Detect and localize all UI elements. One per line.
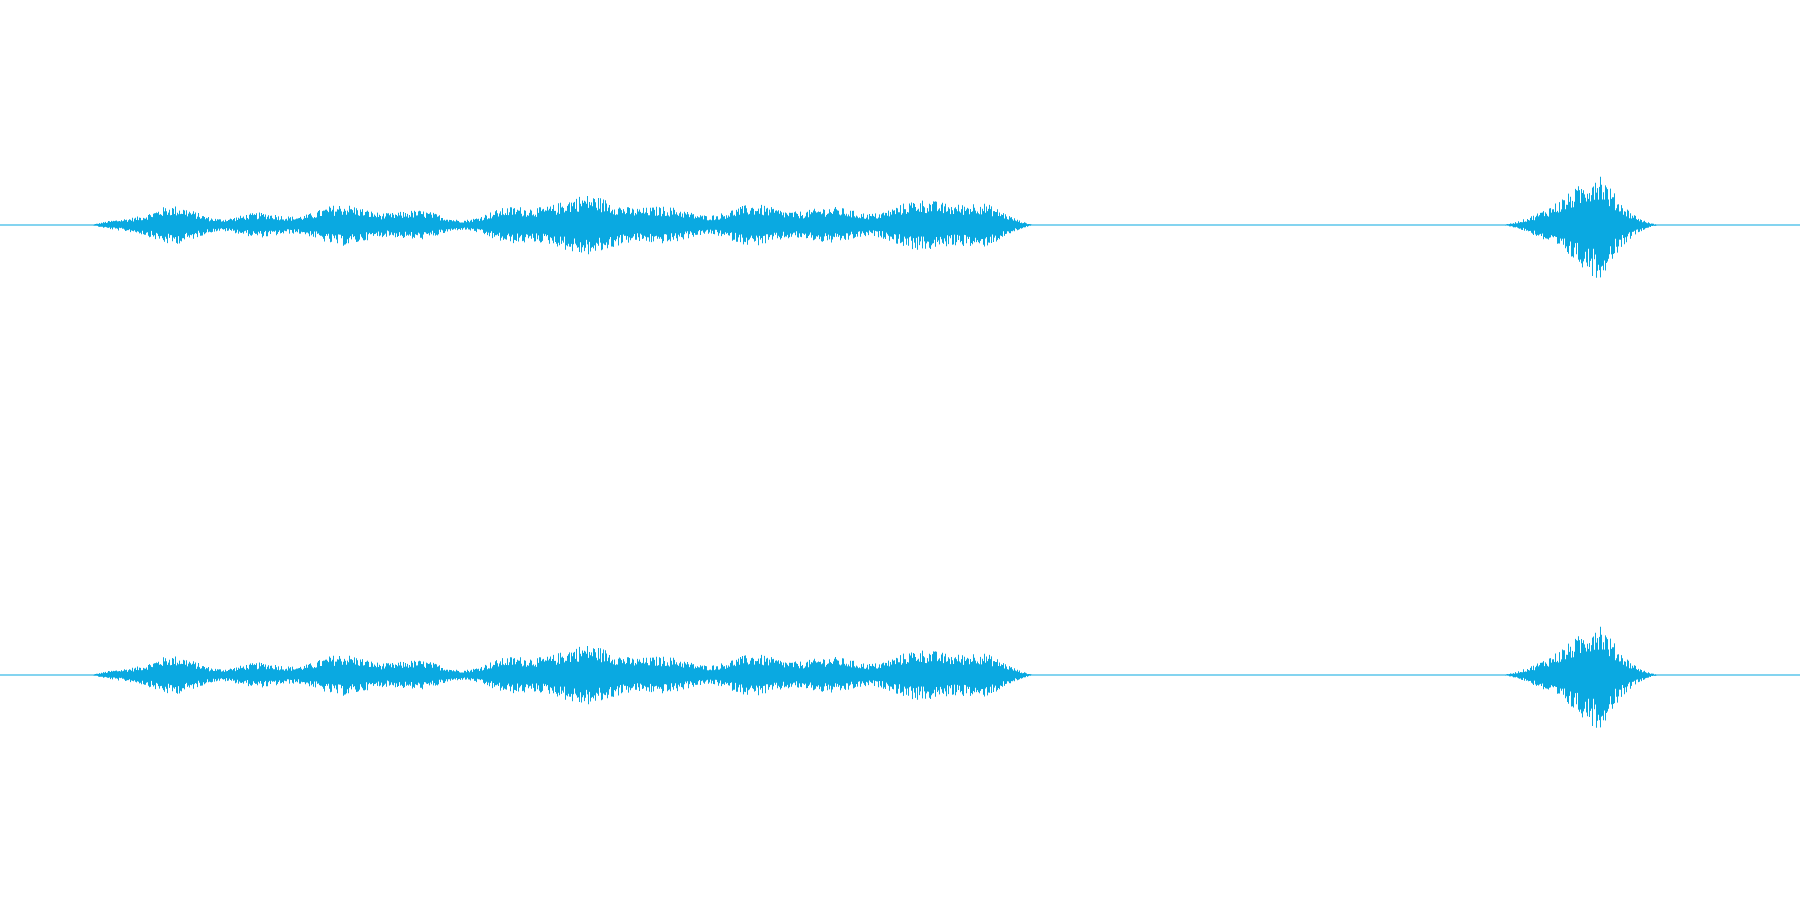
waveform-channel-left <box>0 176 1800 278</box>
waveform-right-svg <box>0 626 1800 728</box>
waveform-channel-right <box>0 450 1800 900</box>
waveform-left-svg <box>0 176 1800 278</box>
waveform-trace <box>0 176 1800 278</box>
waveform-trace <box>0 626 1800 728</box>
